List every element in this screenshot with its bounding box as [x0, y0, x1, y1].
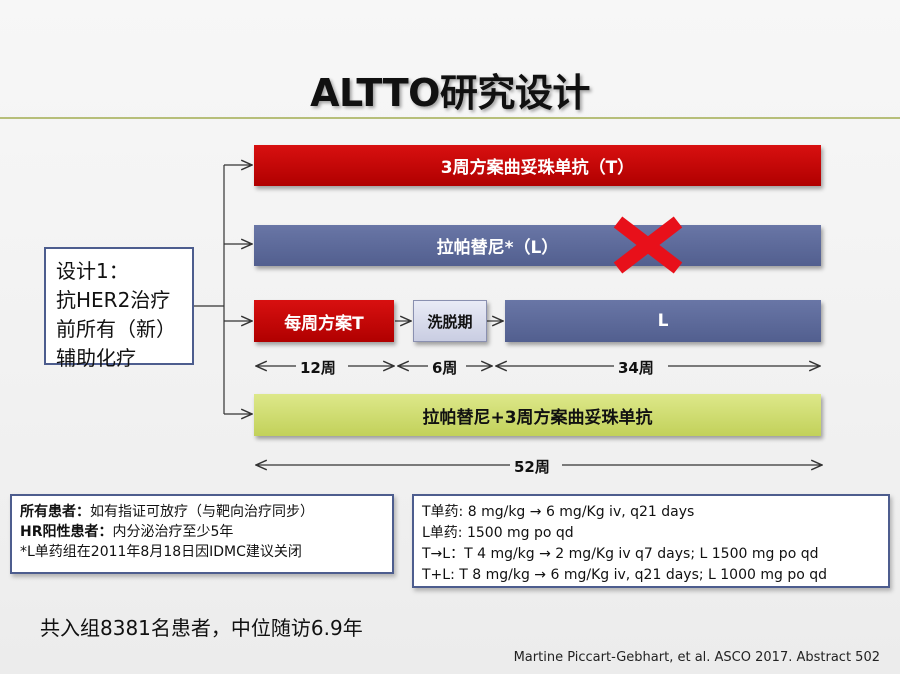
patient-notes-box: 所有患者：如有指证可放疗（与靶向治疗同步） HR阳性患者：内分泌治疗至少5年 *…	[10, 494, 394, 574]
design-box: 设计1： 抗HER2治疗 前所有（新） 辅助化疗	[44, 247, 194, 370]
arm-seq-weekly-t-bar: 每周方案T	[254, 300, 394, 342]
design-line-3: 前所有（新）	[56, 317, 176, 341]
arm-combo-bar: 拉帕替尼+3周方案曲妥珠单抗	[254, 394, 821, 436]
notes-line-3: *L单药组在2011年8月18日因IDMC建议关闭	[20, 544, 302, 560]
notes-line-2-text: 内分泌治疗至少5年	[112, 524, 234, 540]
dosing-line-2: L单药: 1500 mg po qd	[422, 525, 574, 541]
arm-l-bar: 拉帕替尼*（L）	[254, 225, 821, 266]
design-line-2: 抗HER2治疗	[56, 288, 171, 312]
duration-34-label: 34周	[618, 359, 654, 377]
dosing-line-3: T→L：T 4 mg/kg → 2 mg/Kg iv q7 days; L 15…	[422, 546, 819, 562]
page-title: ALTTO研究设计	[310, 71, 590, 115]
dosing-line-1: T单药: 8 mg/kg → 6 mg/Kg iv, q21 days	[422, 504, 695, 520]
duration-6-label: 6周	[432, 359, 458, 377]
cross-icon	[613, 216, 683, 274]
dosing-notes-box: T单药: 8 mg/kg → 6 mg/Kg iv, q21 days L单药:…	[412, 494, 890, 588]
duration-12-label: 12周	[300, 359, 336, 377]
arm-seq-l-bar: L	[505, 300, 821, 342]
duration-52-label: 52周	[514, 458, 550, 476]
title-divider	[0, 117, 900, 119]
design-line-4: 辅助化疗	[56, 346, 136, 370]
arm-t-bar: 3周方案曲妥珠单抗（T）	[254, 145, 821, 186]
design-line-1: 设计1：	[56, 259, 129, 283]
notes-line-1: 所有患者：如有指证可放疗（与靶向治疗同步）	[20, 502, 384, 522]
citation: Martine Piccart-Gebhart, et al. ASCO 201…	[513, 650, 880, 665]
arm-seq-washout-bar: 洗脱期	[413, 300, 487, 342]
enrollment-summary: 共入组8381名患者，中位随访6.9年	[40, 616, 363, 640]
notes-line-2-bold: HR阳性患者：	[20, 524, 113, 540]
notes-line-1-bold: 所有患者：	[20, 504, 90, 520]
notes-line-2: HR阳性患者：内分泌治疗至少5年	[20, 522, 384, 542]
notes-line-1-text: 如有指证可放疗（与靶向治疗同步）	[90, 504, 314, 520]
arm-l-label: 拉帕替尼*（L）	[436, 238, 559, 258]
dosing-line-4: T+L: T 8 mg/kg → 6 mg/Kg iv, q21 days; L…	[422, 567, 828, 583]
